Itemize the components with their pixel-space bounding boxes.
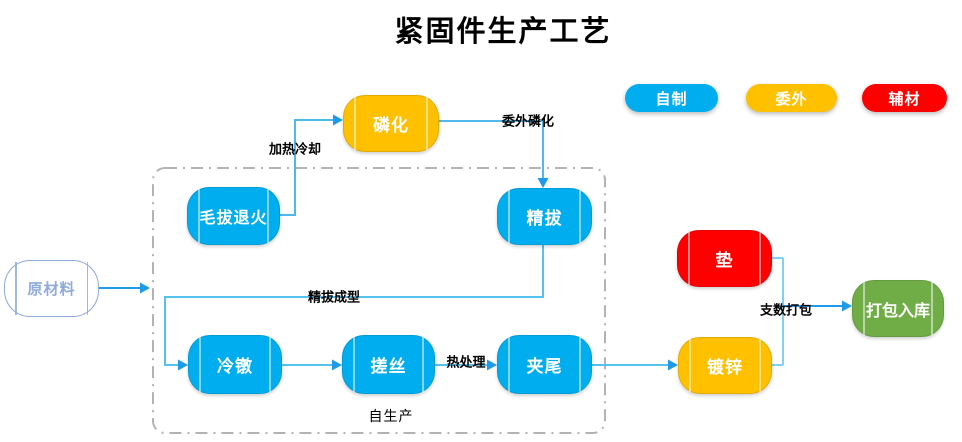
edge-label-heat-cool: 加热冷却 (268, 142, 322, 158)
node-cold-heading[interactable]: 冷镦 (188, 335, 282, 394)
legend-label: 辅材 (888, 89, 921, 108)
legend-pill-self-made[interactable]: 自制 (625, 84, 718, 112)
node-label: 原材料 (27, 280, 76, 298)
node-washer[interactable]: 垫 (677, 230, 772, 287)
node-rough-draw-anneal[interactable]: 毛拔退火 (187, 187, 280, 245)
edge-label-fine-draw-form: 精拔成型 (307, 290, 361, 306)
node-galvanizing[interactable]: 镀锌 (678, 337, 772, 394)
node-thread-rolling[interactable]: 搓丝 (342, 335, 435, 394)
edge-label-outsourced-phos: 委外磷化 (501, 114, 555, 130)
legend-label: 自制 (655, 89, 688, 108)
node-fine-drawing[interactable]: 精拔 (497, 188, 592, 245)
node-label: 垫 (715, 251, 734, 271)
node-pack-warehouse[interactable]: 打包入库 (852, 280, 944, 337)
node-label: 冷镦 (217, 357, 253, 377)
node-tail-clamping[interactable]: 夹尾 (497, 335, 592, 394)
node-label: 夹尾 (526, 357, 563, 377)
node-label: 打包入库 (865, 300, 930, 320)
legend-label: 委外 (775, 89, 808, 108)
edge-label-heat-treatment: 热处理 (446, 355, 486, 371)
legend-pill-outsourced[interactable]: 委外 (746, 84, 837, 112)
group-box-label: 自生产 (368, 409, 414, 425)
node-label: 搓丝 (370, 357, 407, 377)
node-label: 磷化 (373, 116, 409, 136)
node-phosphating[interactable]: 磷化 (343, 95, 439, 152)
self-production-dashed-box (152, 167, 606, 434)
page-title: 紧固件生产工艺 (394, 14, 612, 48)
legend-pill-auxiliary[interactable]: 辅材 (862, 84, 947, 112)
node-label: 镀锌 (707, 358, 743, 378)
edge-label-count-pack: 支数打包 (759, 303, 813, 319)
node-label: 精拔 (526, 209, 563, 229)
node-raw-material[interactable]: 原材料 (4, 260, 99, 317)
node-label: 毛拔退火 (199, 208, 268, 227)
